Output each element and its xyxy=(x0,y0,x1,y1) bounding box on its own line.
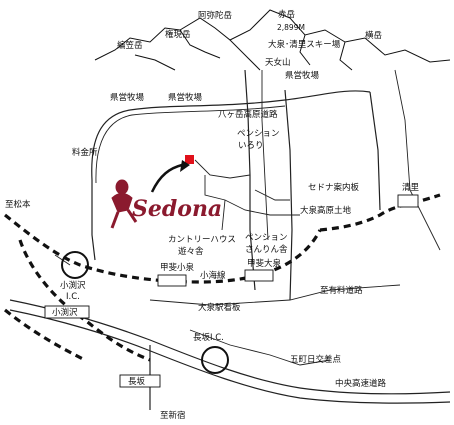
label-pasture-right: 県営牧場 xyxy=(285,70,320,81)
label-pasture-center: 県営牧場 xyxy=(168,92,203,103)
label-kai-oizumi: 甲斐大泉 xyxy=(247,258,282,269)
label-sanrinsha-1: ペンション xyxy=(245,233,288,243)
label-kobuchizawa-ic-2: I.C. xyxy=(66,292,80,302)
label-akadake: 赤岳 xyxy=(278,9,296,20)
label-yokodake: 横岳 xyxy=(365,30,383,41)
label-pension-irori-2: いろり xyxy=(238,141,264,151)
label-pasture-left: 県営牧場 xyxy=(110,92,145,103)
label-koumi-line: 小海線 xyxy=(200,270,226,281)
label-nagasaka-ic: 長坂I.C. xyxy=(193,332,224,343)
label-gongen: 権現岳 xyxy=(165,29,191,40)
label-country-house-2: 遊々舎 xyxy=(178,246,204,257)
label-akadake-height: 2,899M xyxy=(277,23,305,32)
label-amida: 阿弥陀岳 xyxy=(198,10,233,21)
kobuchizawa-box xyxy=(44,305,90,319)
label-kobuchizawa: 小渕沢 xyxy=(52,307,78,318)
label-to-shinjuku: 至新宿 xyxy=(160,410,186,421)
label-country-house-1: カントリーハウス xyxy=(168,235,236,245)
label-oizumi-sign: 大泉駅看板 xyxy=(198,302,241,313)
label-sanrinsha-2: さんりん舎 xyxy=(245,245,288,255)
label-kobuchizawa-ic-1: 小渕沢 xyxy=(60,280,86,291)
mountain-range xyxy=(94,9,451,71)
nagasaka-ic-marker xyxy=(201,346,229,374)
sedona-logo-text: Sedona xyxy=(132,196,222,222)
destination-marker xyxy=(185,155,194,164)
kai-koizumi-station xyxy=(157,274,187,287)
label-toll: 料金所 xyxy=(72,147,98,158)
label-kai-koizumi: 甲斐小泉 xyxy=(160,262,195,273)
label-to-matsumoto: 至松本 xyxy=(5,199,31,210)
railways xyxy=(4,193,441,362)
label-to-ariake: 至有料道路 xyxy=(320,285,363,296)
kai-oizumi-station xyxy=(244,269,274,282)
label-yatsugatake-road: 八ヶ岳高原道路 xyxy=(218,109,278,120)
sedona-logo-figure xyxy=(110,179,138,229)
label-ski: 大泉･清里スキー場 xyxy=(268,39,341,50)
label-nagasaka: 長坂 xyxy=(128,376,146,387)
kobuchizawa-ic-marker xyxy=(61,251,89,279)
road-network xyxy=(9,69,451,410)
label-amigasa: 編笠岳 xyxy=(117,40,143,51)
label-gocho: 五町日交差点 xyxy=(290,354,342,365)
label-tennyo: 天女山 xyxy=(265,57,291,68)
label-chuo: 中央高速道路 xyxy=(335,378,387,389)
label-sedona-sign: セドナ案内板 xyxy=(308,182,360,193)
label-pension-irori-1: ペンション xyxy=(237,129,280,139)
arrow-head xyxy=(180,160,190,172)
nagasaka-box xyxy=(119,374,161,388)
pointer-arrow xyxy=(150,163,183,193)
label-kiyosato: 清里 xyxy=(402,182,420,193)
kiyosato-station xyxy=(397,194,419,208)
label-oizumi-heights: 大泉高原土地 xyxy=(300,205,352,216)
